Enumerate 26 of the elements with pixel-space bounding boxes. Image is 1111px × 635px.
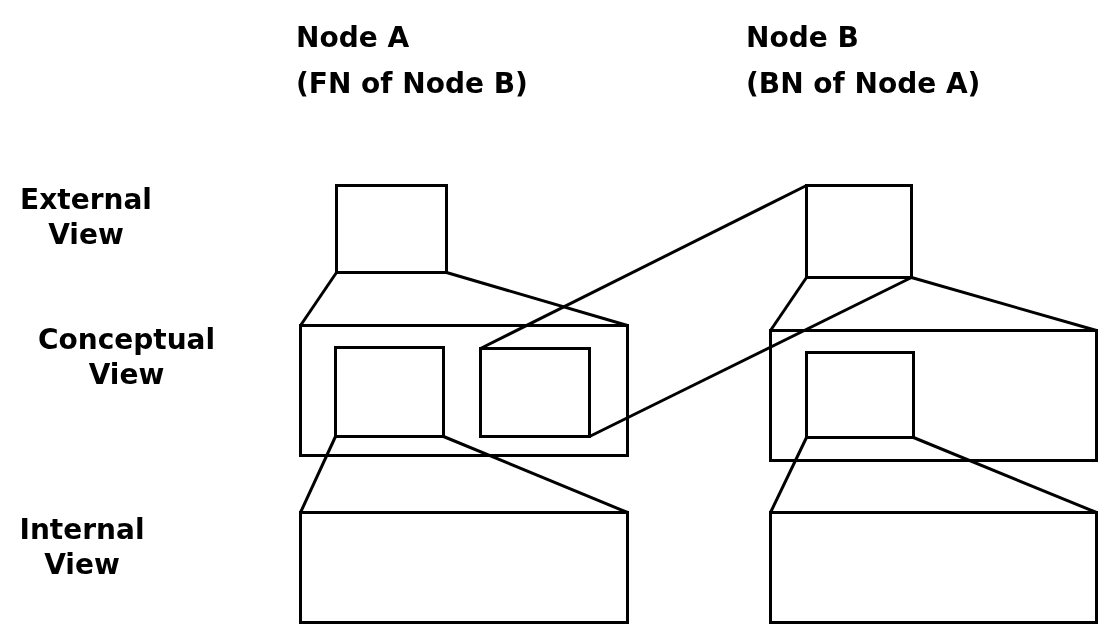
view-box <box>299 324 629 457</box>
projection-line <box>588 276 913 438</box>
projection-line <box>769 436 808 514</box>
projection-line <box>299 271 338 327</box>
view-box <box>805 184 913 279</box>
view-box <box>769 329 1098 462</box>
view-box <box>335 184 448 274</box>
row-label: Internal View <box>18 512 146 582</box>
row-label: Conceptual View <box>36 322 217 392</box>
projection-line <box>479 184 808 350</box>
projection-line <box>299 435 337 514</box>
row-label: External View <box>19 182 153 252</box>
view-box <box>334 346 445 438</box>
projection-line <box>446 271 628 327</box>
view-box <box>805 351 915 439</box>
column-heading: (BN of Node A) <box>746 66 981 101</box>
column-heading: Node A <box>296 20 410 55</box>
column-heading: (FN of Node B) <box>296 66 528 101</box>
projection-line <box>911 276 1097 332</box>
projection-line <box>912 436 1098 514</box>
view-box <box>769 511 1098 624</box>
view-box <box>299 511 629 624</box>
projection-line <box>769 276 808 332</box>
column-heading: Node B <box>746 20 859 55</box>
projection-line <box>442 435 629 514</box>
view-box <box>479 347 591 438</box>
